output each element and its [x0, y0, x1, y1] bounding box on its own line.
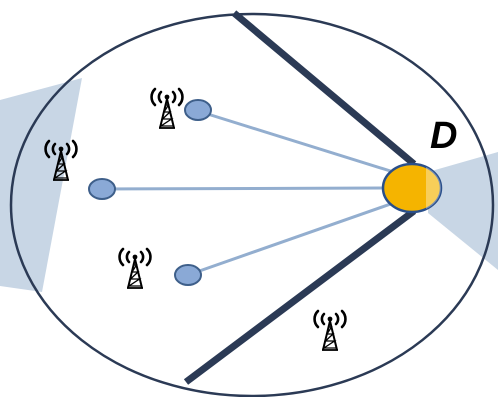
coverage-boundary — [9, 12, 495, 397]
destination-node-shade — [426, 167, 441, 209]
destination-node — [381, 162, 443, 214]
lower-wall — [183, 208, 417, 385]
link-top-relay — [197, 109, 401, 176]
relay-node-top — [184, 99, 212, 121]
upper-wall — [231, 10, 417, 167]
radio-tower-icon — [150, 87, 184, 129]
destination-label: D — [430, 115, 457, 157]
radio-tower-icon — [44, 139, 78, 181]
link-bottom-relay — [187, 198, 403, 277]
radio-tower-icon — [313, 309, 347, 351]
radio-tower-icon — [118, 247, 152, 289]
relay-node-middle — [88, 178, 116, 200]
right-beam-sector — [428, 152, 498, 270]
relay-node-bottom — [174, 264, 202, 286]
link-middle-relay — [101, 186, 399, 191]
left-beam-sector — [0, 78, 82, 292]
